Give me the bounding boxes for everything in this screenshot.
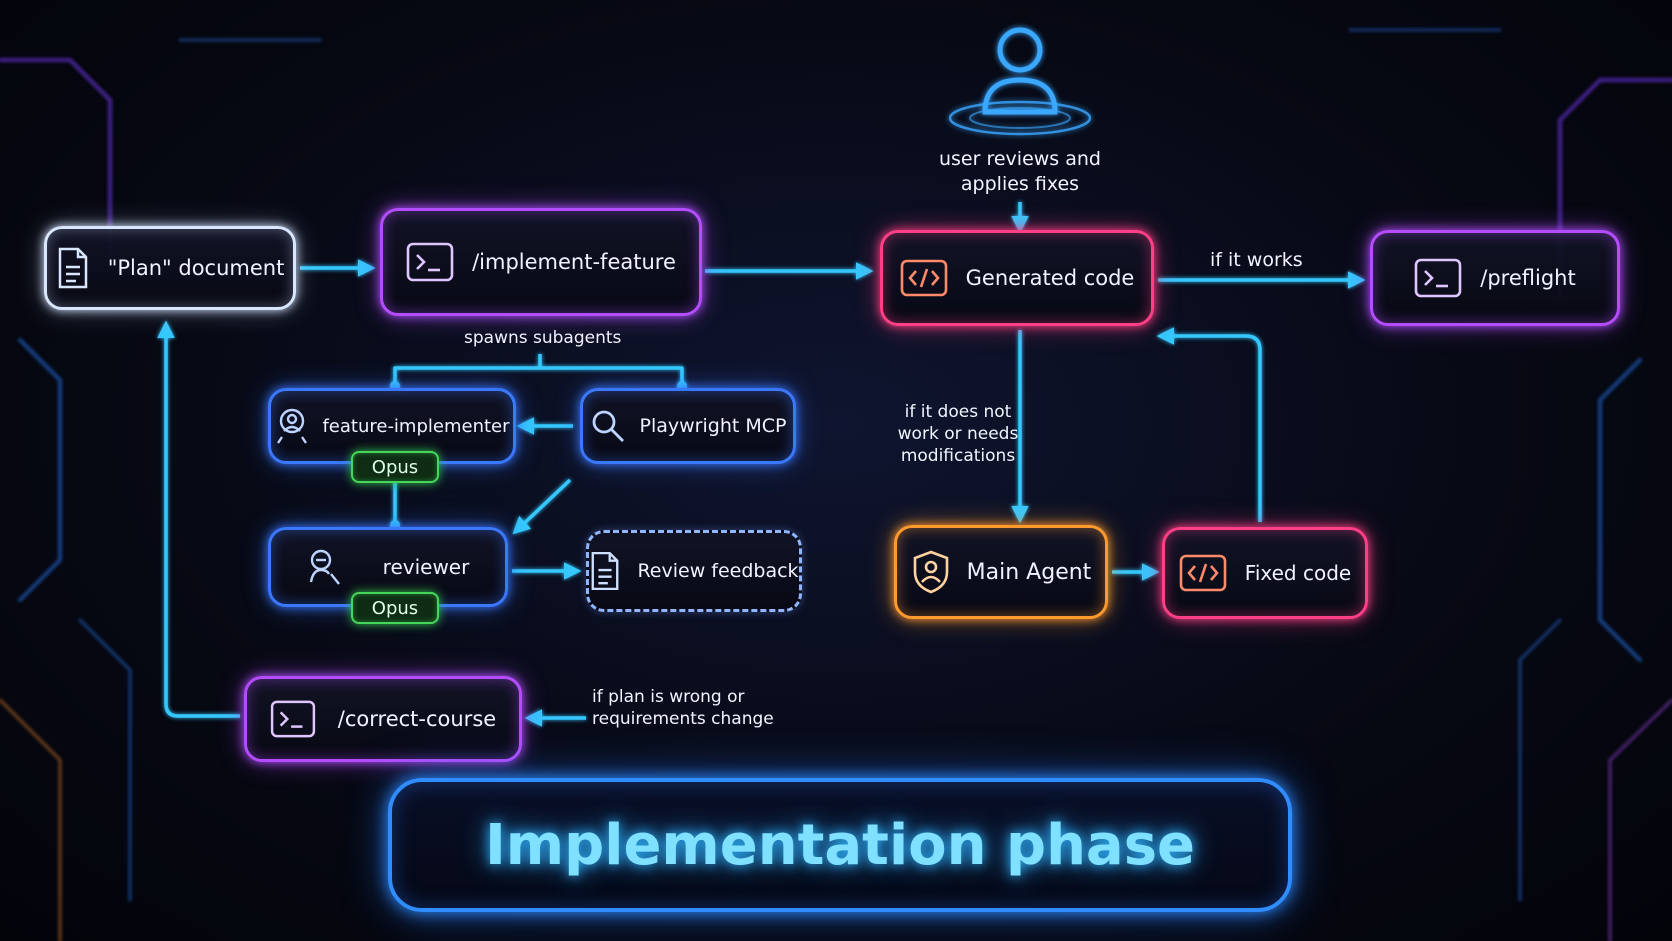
terminal-icon bbox=[406, 242, 454, 282]
label-if-not-work: if it does not work or needs modificatio… bbox=[878, 401, 1038, 467]
node-feature-implementer[interactable]: feature-implementer bbox=[268, 388, 516, 464]
label-user-reviews: user reviews and applies fixes bbox=[930, 147, 1110, 197]
node-preflight[interactable]: /preflight bbox=[1370, 230, 1620, 326]
code-icon bbox=[1179, 554, 1227, 592]
node-plan-document[interactable]: "Plan" document bbox=[44, 226, 296, 310]
label-if-it-works: if it works bbox=[1210, 249, 1303, 271]
reviewer-icon bbox=[307, 548, 343, 586]
document-icon bbox=[56, 247, 90, 289]
node-label: Fixed code bbox=[1244, 561, 1352, 585]
node-label: Review feedback bbox=[637, 560, 799, 582]
badge-opus: Opus bbox=[351, 451, 439, 483]
document-icon bbox=[589, 551, 621, 591]
node-label: Generated code bbox=[965, 266, 1135, 290]
edge-spawns-subagents bbox=[393, 354, 684, 384]
label-line: applies fixes bbox=[960, 173, 1080, 195]
node-fixed-code[interactable]: Fixed code bbox=[1162, 527, 1368, 619]
node-label: /correct-course bbox=[337, 707, 497, 731]
title-banner: Implementation phase bbox=[388, 778, 1292, 912]
label-line: modifications bbox=[900, 446, 1016, 466]
edge-fixed-to-generated bbox=[1156, 327, 1262, 522]
node-generated-code[interactable]: Generated code bbox=[880, 230, 1154, 326]
node-correct-course[interactable]: /correct-course bbox=[244, 676, 522, 762]
terminal-icon bbox=[1414, 258, 1462, 298]
label-line: work or needs bbox=[897, 424, 1019, 444]
node-label: Playwright MCP bbox=[639, 415, 787, 437]
edge-correct-course-to-plan bbox=[157, 320, 240, 718]
node-label: reviewer bbox=[382, 555, 470, 579]
diagram-title: Implementation phase bbox=[484, 812, 1196, 878]
node-playwright-mcp[interactable]: Playwright MCP bbox=[580, 388, 796, 464]
node-label: feature-implementer bbox=[322, 415, 510, 437]
node-main-agent[interactable]: Main Agent bbox=[894, 525, 1108, 619]
badge-opus: Opus bbox=[351, 592, 439, 624]
shield-agent-icon bbox=[911, 550, 951, 594]
node-label: /preflight bbox=[1480, 266, 1576, 290]
label-if-plan-wrong: if plan is wrong or requirements change bbox=[592, 686, 774, 730]
node-label: Main Agent bbox=[966, 559, 1092, 585]
terminal-icon bbox=[270, 700, 316, 738]
label-line: requirements change bbox=[592, 709, 774, 729]
label-line: if plan is wrong or bbox=[592, 687, 745, 707]
label-line: user reviews and bbox=[938, 148, 1101, 170]
edge-playwright-to-reviewer bbox=[512, 478, 572, 535]
code-icon bbox=[900, 259, 948, 297]
magnifier-icon bbox=[590, 408, 626, 444]
node-label: /implement-feature bbox=[472, 250, 676, 274]
node-label: "Plan" document bbox=[107, 256, 285, 280]
label-line: if it does not bbox=[904, 402, 1012, 422]
label-spawns-subagents: spawns subagents bbox=[464, 328, 622, 348]
node-implement-feature[interactable]: /implement-feature bbox=[380, 208, 702, 316]
node-review-feedback[interactable]: Review feedback bbox=[586, 530, 802, 612]
agent-icon bbox=[274, 407, 310, 445]
